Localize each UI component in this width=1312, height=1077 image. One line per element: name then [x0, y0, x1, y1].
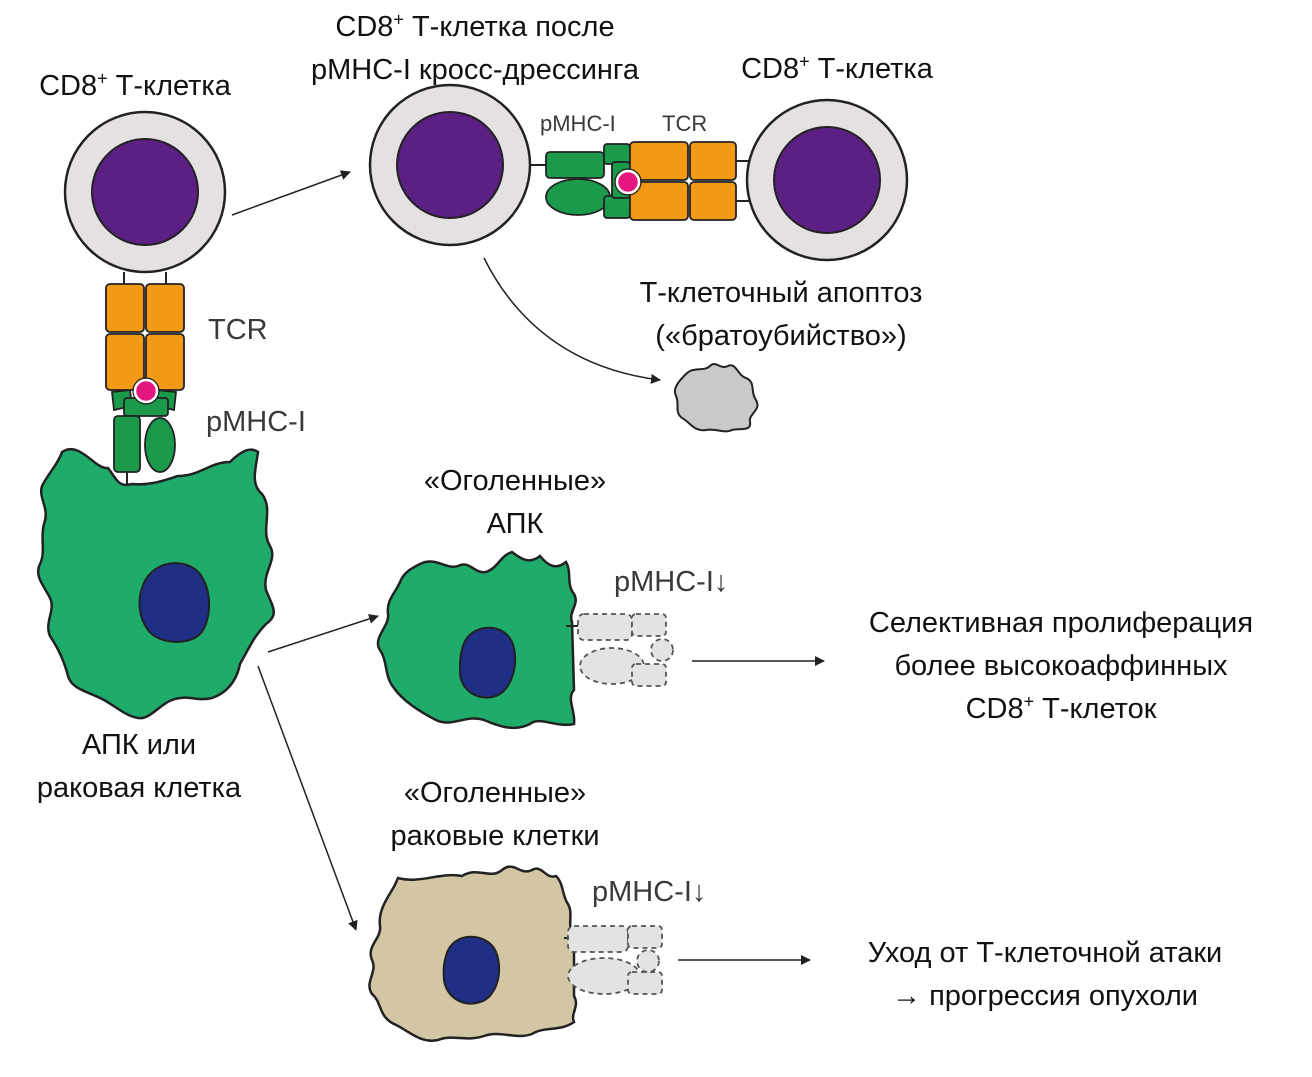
- apoptotic-cell: [674, 363, 759, 433]
- peptide-left: [133, 378, 159, 404]
- label-cd8-left: CD8+ Т-клетка: [39, 68, 231, 102]
- label-naked-apc: «Оголенные» АПК: [380, 460, 650, 546]
- label-tcr-top: TCR: [662, 111, 708, 136]
- label-naked-cancer-line1: «Оголенные»: [403, 777, 587, 809]
- label-escape-line2: → прогрессия опухоли: [892, 980, 1198, 1012]
- label-apoptosis-line2: («братоубийство»): [655, 320, 907, 352]
- label-cross-dressing: CD8+ Т-клетка после pMHC-I кросс-дрессин…: [270, 6, 680, 92]
- naked-cancer-cell: [368, 865, 578, 1042]
- label-apc-line1: АПК или: [81, 729, 197, 761]
- ghost-pmhc-cancer: [567, 925, 663, 995]
- tcr-left: [105, 283, 185, 391]
- label-proliferation-line3: CD8+ Т-клеток: [965, 691, 1157, 725]
- label-cd8-right: CD8+ Т-клетка: [741, 51, 933, 85]
- label-naked-apc-line2: АПК: [486, 508, 544, 540]
- label-apoptosis: Т-клеточный апоптоз («братоубийство»): [596, 272, 966, 358]
- tcr-top: [629, 141, 737, 221]
- ghost-pmhc-apc: [577, 613, 674, 687]
- label-pmhc-left: pMHC-I: [206, 406, 306, 438]
- label-cross-dressing-line2: pMHC-I кросс-дрессинга: [310, 54, 639, 86]
- cross-dressed-t-cell: [368, 83, 546, 247]
- arrows: [231, 170, 825, 965]
- label-proliferation-line2: более высокоаффинных: [894, 650, 1228, 682]
- pmhc-left: [111, 388, 177, 484]
- arrow-to-naked-cancer: [257, 665, 358, 931]
- label-cross-dressing-line1: CD8+ Т-клетка после: [335, 9, 615, 43]
- arrow-to-naked-apc: [267, 614, 379, 653]
- label-pmhc-down-cancer: pMHC-I↓: [592, 876, 707, 908]
- label-proliferation-line1: Селективная пролиферация: [868, 607, 1254, 639]
- label-naked-apc-line1: «Оголенные»: [423, 465, 607, 497]
- label-apc-line2: раковая клетка: [36, 772, 242, 804]
- arrow-to-apoptosis: [483, 257, 661, 384]
- label-apc-or-cancer: АПК или раковая клетка: [14, 724, 264, 810]
- label-proliferation: Селективная пролиферация более высокоафф…: [836, 602, 1286, 731]
- label-tcr-left: TCR: [208, 314, 268, 346]
- apc-cell: [36, 448, 275, 720]
- t-cell-right: [736, 98, 909, 262]
- arrow-to-cross-dressing: [231, 170, 351, 216]
- naked-apc: [376, 550, 578, 730]
- peptide-top: [615, 169, 641, 195]
- label-apoptosis-line1: Т-клеточный апоптоз: [639, 277, 923, 309]
- label-naked-cancer: «Оголенные» раковые клетки: [365, 772, 625, 858]
- label-naked-cancer-line2: раковые клетки: [390, 820, 600, 852]
- t-cell-left: [63, 110, 227, 284]
- label-escape: Уход от Т-клеточной атаки → прогрессия о…: [830, 932, 1260, 1018]
- label-pmhc-top: pMHC-I: [540, 111, 616, 136]
- label-pmhc-down-apc: pMHC-I↓: [614, 566, 729, 598]
- label-escape-line1: Уход от Т-клеточной атаки: [867, 937, 1223, 969]
